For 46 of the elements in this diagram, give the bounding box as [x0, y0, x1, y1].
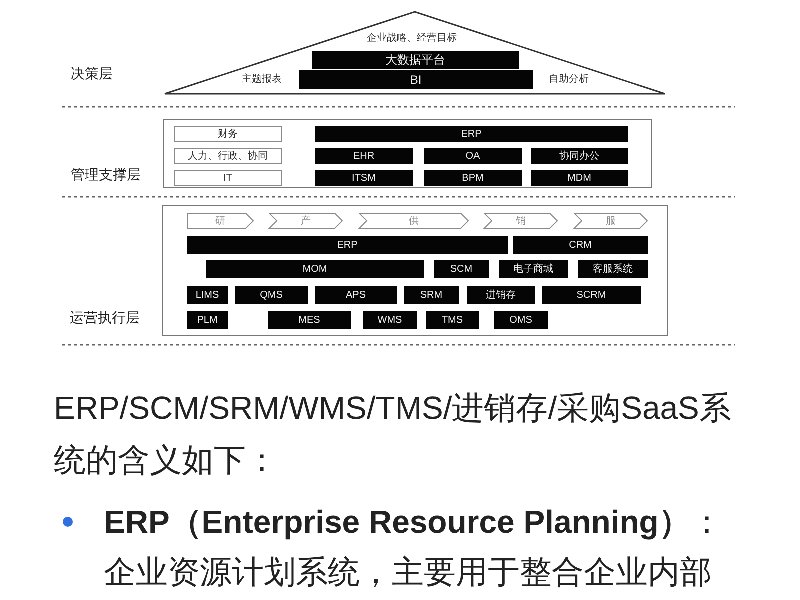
system-block: WMS [363, 311, 417, 329]
system-block: CRM [513, 236, 648, 254]
value-chain-step: 产 [269, 213, 343, 229]
layer-panel [163, 119, 652, 188]
layer-panel [162, 205, 668, 336]
system-block: BI [299, 70, 533, 89]
system-block: SRM [404, 286, 459, 304]
system-block: QMS [235, 286, 308, 304]
roof-side-text: 主题报表 [242, 74, 282, 86]
system-block: OA [424, 148, 522, 164]
system-block: ERP [187, 236, 508, 254]
system-block: OMS [494, 311, 548, 329]
value-chain-step: 供 [359, 213, 469, 229]
system-block: 进销存 [467, 286, 535, 304]
system-block: EHR [315, 148, 413, 164]
layer-label: 运营执行层 [70, 310, 140, 326]
domain-box: IT [174, 170, 282, 186]
layer-label: 决策层 [71, 66, 113, 82]
layer-label: 管理支撑层 [71, 166, 141, 184]
system-block: 客服系统 [578, 260, 648, 278]
system-block: 协同办公 [531, 148, 628, 164]
system-block: LIMS [187, 286, 228, 304]
system-block: ERP [315, 126, 628, 142]
value-chain-step: 服 [574, 213, 648, 229]
domain-box: 人力、行政、协同 [174, 148, 282, 164]
system-block: TMS [426, 311, 479, 329]
domain-box: 财务 [174, 126, 282, 142]
system-block: ITSM [315, 170, 413, 186]
list-item-text: 企业资源计划系统，主要用于整合企业内部 [104, 553, 712, 592]
list-item-heading: ERP（Enterprise Resource Planning）： [104, 503, 723, 542]
value-chain-step: 销 [484, 213, 558, 229]
system-block: SCRM [542, 286, 641, 304]
roof-triangle [164, 11, 666, 95]
system-block: SCM [434, 260, 489, 278]
value-chain-step: 研 [187, 213, 254, 229]
system-block: MES [268, 311, 351, 329]
system-block: PLM [187, 311, 228, 329]
paragraph-text: ERP/SCM/SRM/WMS/TMS/进销存/采购SaaS系统的含义如下： [54, 389, 732, 480]
system-block: MDM [531, 170, 628, 186]
roof-side-text: 自助分析 [549, 74, 589, 86]
system-block: MOM [206, 260, 424, 278]
goal-text: 企业战略、经营目标 [367, 33, 457, 45]
system-block: BPM [424, 170, 522, 186]
system-block: APS [315, 286, 397, 304]
system-block: 电子商城 [499, 260, 568, 278]
system-block: 大数据平台 [312, 51, 519, 69]
